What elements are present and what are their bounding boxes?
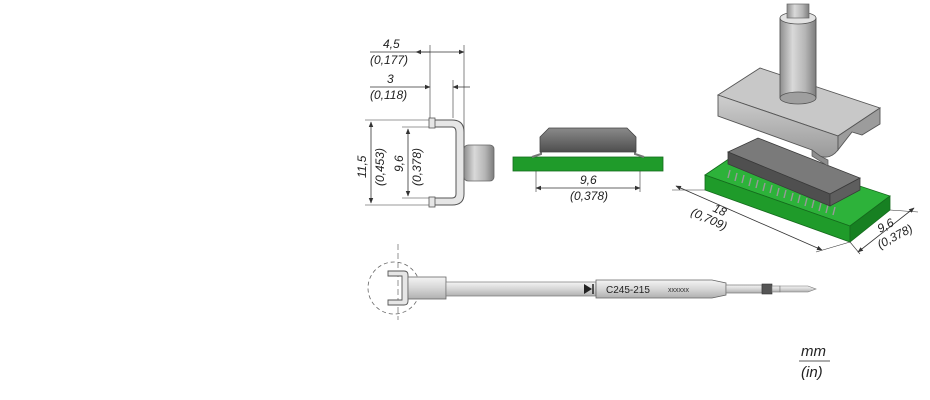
tip-front-view: 4,5 (0,177) 3 (0,118) 11,5 (0,453) 9,6 (…	[355, 37, 495, 208]
cartridge-body	[595, 279, 727, 299]
connector-ring	[761, 283, 773, 295]
dim-line-length	[675, 185, 823, 251]
dim-line-width-iso	[857, 207, 915, 253]
iso-view: 18 (0,709) 9,6 (0,378)	[672, 3, 919, 255]
component-side-view: 9,6 (0,378)	[512, 127, 664, 203]
hood-side	[837, 107, 881, 152]
chip-side	[539, 127, 637, 153]
dim-width-mm: 4,5	[383, 37, 400, 51]
extension-line	[889, 209, 919, 213]
dim-span-in: (0,378)	[570, 189, 608, 203]
extension-line	[849, 241, 861, 255]
units-secondary: (in)	[801, 364, 823, 381]
tip-lip-bottom	[428, 196, 436, 208]
cartridge-side-view: C245-215 xxxxxx	[367, 244, 817, 320]
dim-outer-height-in: (0,453)	[373, 148, 387, 186]
cartridge-neck	[407, 276, 447, 300]
tip-lip-top	[428, 117, 436, 129]
pcb-side	[512, 156, 664, 172]
tip-shank	[463, 144, 495, 182]
extension-line	[815, 241, 851, 253]
chip-end	[829, 177, 861, 207]
connector-pin	[779, 285, 817, 293]
dim-length-mm: 18	[711, 201, 729, 219]
cartridge-model: C245-215	[606, 285, 650, 296]
connector-gap	[771, 285, 781, 293]
dim-slot-in: (0,118)	[370, 88, 407, 102]
tip-profile	[431, 119, 465, 206]
stem-cylinder	[779, 17, 817, 99]
units-legend: mm (in)	[799, 343, 830, 381]
dim-slot-mm: 3	[387, 72, 394, 86]
dim-outer-height-mm: 11,5	[355, 155, 369, 178]
stem-inner	[786, 3, 810, 19]
cartridge-shaft	[445, 281, 597, 297]
stem-base	[779, 91, 817, 105]
dim-inner-height-in: (0,378)	[410, 148, 424, 186]
units-primary: mm	[801, 343, 826, 360]
dim-inner-height-mm: 9,6	[392, 155, 406, 172]
diode-icon	[584, 284, 592, 294]
cartridge-tip-profile	[387, 270, 409, 306]
hood-lip	[811, 149, 829, 167]
connector-tube	[725, 284, 763, 294]
dim-width-in: (0,177)	[370, 53, 408, 67]
dim-span-mm: 9,6	[580, 173, 597, 187]
cartridge-serial: xxxxxx	[668, 287, 690, 294]
